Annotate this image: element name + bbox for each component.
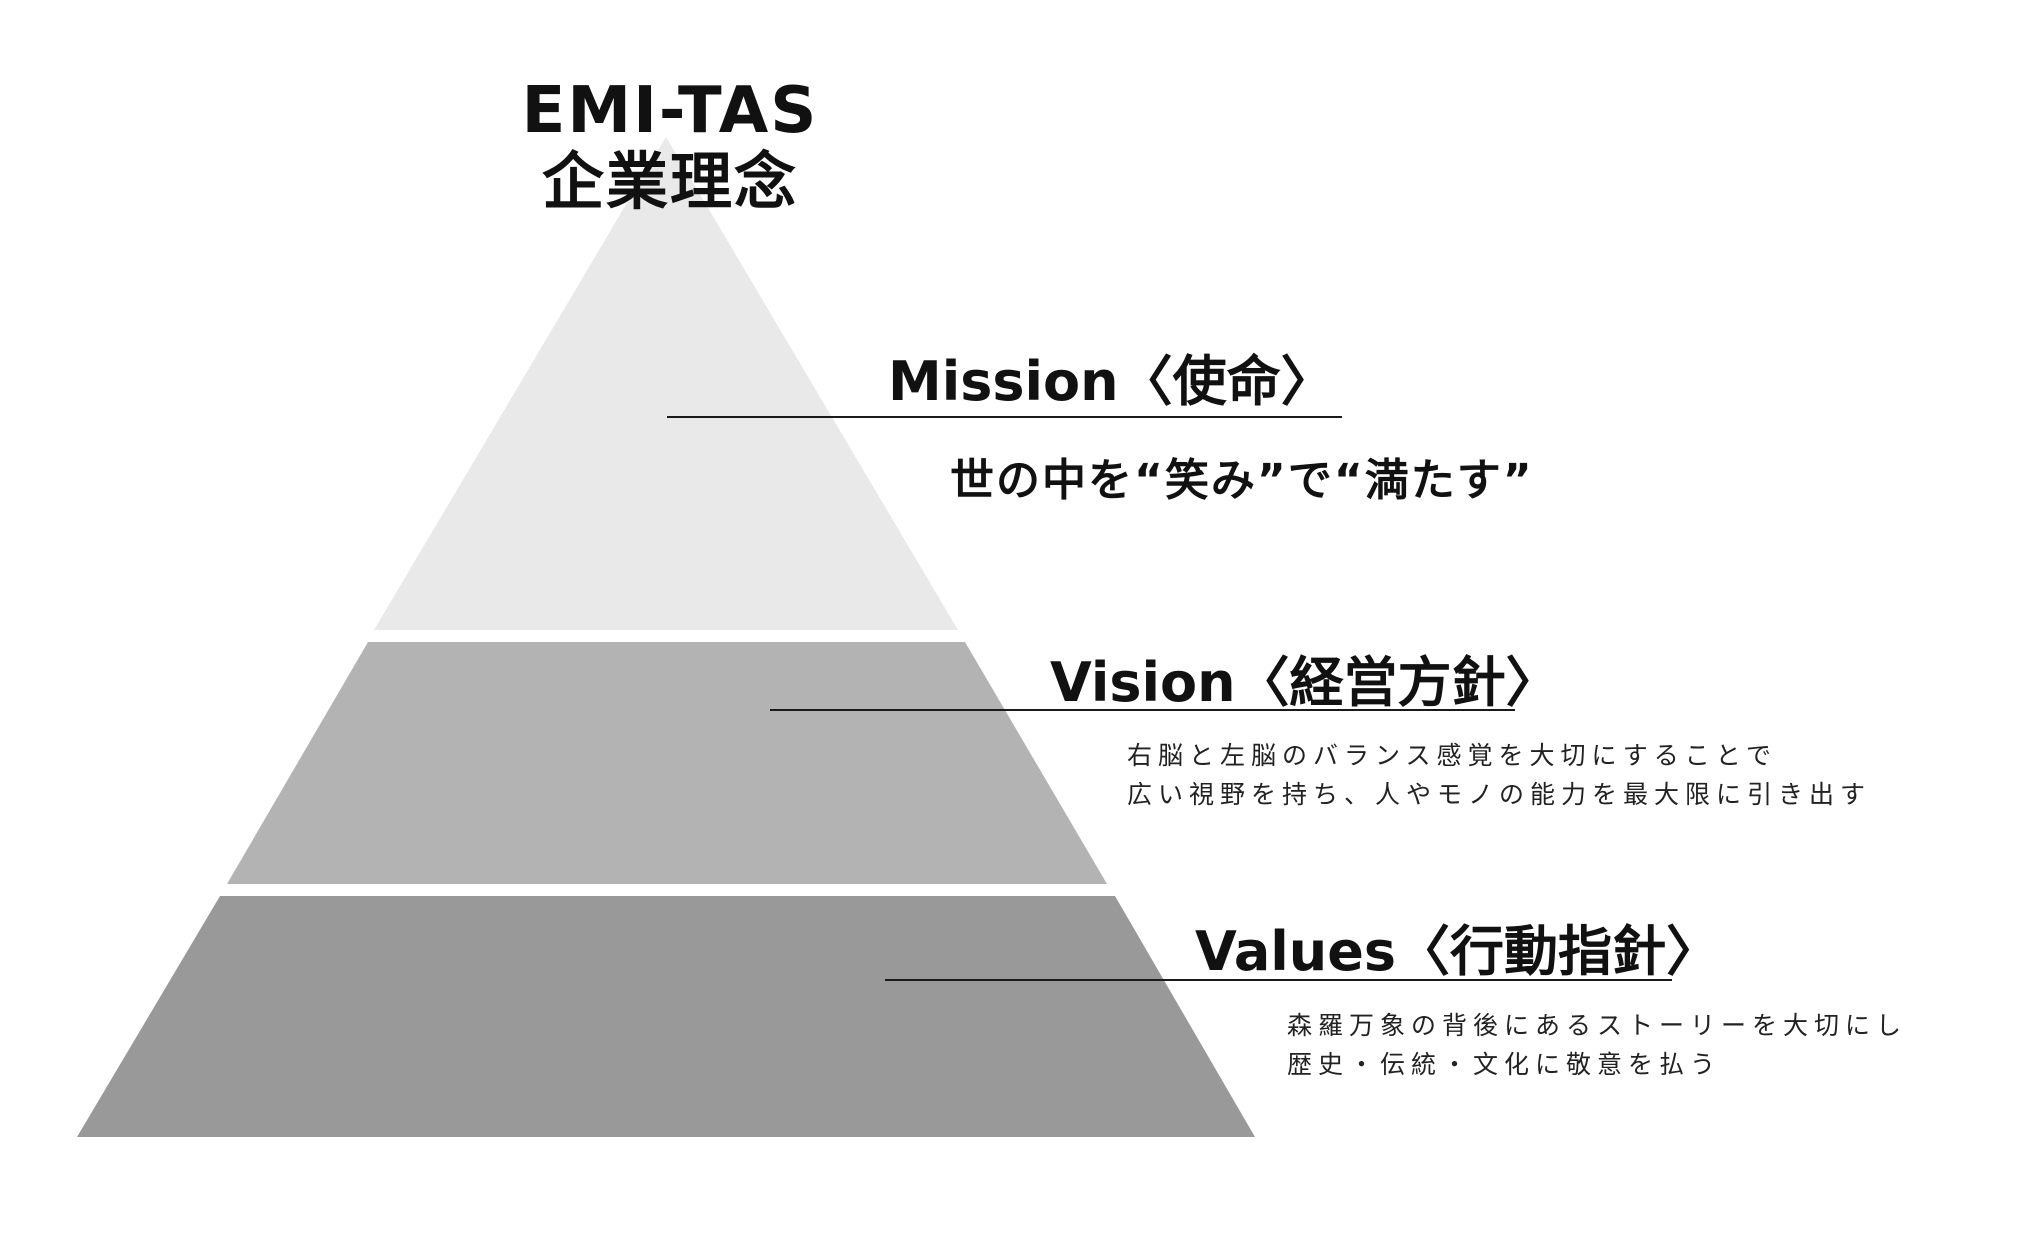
pyramid-tier-vision <box>227 642 1107 884</box>
pyramid-tier-mission <box>374 137 958 630</box>
diagram-title: EMI-TAS 企業理念 <box>455 74 885 219</box>
values-divider <box>885 979 1672 981</box>
vision-text-line-1: 右脳と左脳のバランス感覚を大切にすることで <box>1127 741 1778 770</box>
vision-heading: Vision〈経営方針〉 <box>1050 651 1560 714</box>
values-text-line-1: 森羅万象の背後にあるストーリーを大切にし <box>1287 1011 1908 1040</box>
mission-divider <box>667 416 1342 418</box>
mission-text: 世の中を“笑み”で“満たす” <box>950 455 1534 506</box>
pyramid-tier-values <box>77 896 1255 1137</box>
vision-divider <box>770 709 1515 711</box>
mission-heading: Mission〈使命〉 <box>888 350 1335 413</box>
title-line-1: EMI-TAS <box>521 74 819 148</box>
values-heading: Values〈行動指針〉 <box>1195 920 1720 983</box>
values-text-line-2: 歴史・伝統・文化に敬意を払う <box>1287 1050 1722 1079</box>
title-line-2: 企業理念 <box>541 145 798 219</box>
vision-text-line-2: 広い視野を持ち、人やモノの能力を最大限に引き出す <box>1127 780 1872 809</box>
